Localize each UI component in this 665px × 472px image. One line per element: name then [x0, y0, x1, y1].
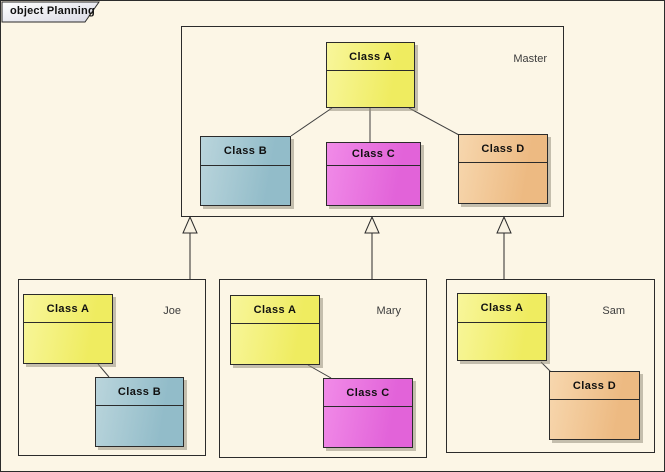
- class-body: [327, 71, 414, 107]
- class-name: Class A: [24, 295, 112, 323]
- class-body: [550, 400, 639, 439]
- hollow-triangle-icon: [182, 215, 198, 234]
- class-box-mary-class-c[interactable]: Class C: [323, 378, 413, 448]
- class-body: [201, 166, 290, 205]
- class-name: Class C: [324, 379, 412, 407]
- connector-classA-classD[interactable]: [408, 107, 460, 136]
- class-body: [327, 166, 420, 205]
- class-name: Class C: [327, 143, 420, 166]
- class-body: [324, 407, 412, 447]
- class-box-mary-class-a[interactable]: Class A: [230, 295, 320, 365]
- class-name: Class A: [231, 296, 319, 324]
- class-box-master-class-c[interactable]: Class C: [326, 142, 421, 206]
- class-name: Class B: [96, 378, 183, 406]
- class-box-master-class-d[interactable]: Class D: [458, 134, 548, 204]
- class-body: [458, 323, 546, 360]
- class-body: [96, 406, 183, 446]
- connector-mary-classA-classC[interactable]: [307, 364, 332, 379]
- class-body: [459, 163, 547, 203]
- generalization-arrow-mary-master[interactable]: [364, 215, 380, 279]
- class-name: Class D: [550, 372, 639, 400]
- frame-joe[interactable]: Joe: [18, 279, 206, 456]
- diagram-title-tab: [1, 1, 100, 23]
- frame-joe-label: Joe: [163, 305, 181, 317]
- connector-joe-classA-classB[interactable]: [97, 363, 110, 378]
- hollow-triangle-icon: [364, 215, 380, 234]
- class-box-sam-class-a[interactable]: Class A: [457, 293, 547, 361]
- class-body: [24, 323, 112, 363]
- class-name: Class B: [201, 137, 290, 166]
- class-body: [231, 324, 319, 364]
- generalization-arrow-joe-master[interactable]: [182, 215, 198, 279]
- class-box-master-class-b[interactable]: Class B: [200, 136, 291, 206]
- hollow-triangle-icon: [496, 215, 512, 234]
- diagram-title: object Planning: [10, 5, 95, 17]
- frame-sam-label: Sam: [602, 305, 625, 317]
- connector-classA-classB[interactable]: [290, 107, 333, 137]
- class-box-sam-class-d[interactable]: Class D: [549, 371, 640, 440]
- generalization-arrow-sam-master[interactable]: [496, 215, 512, 279]
- class-name: Class A: [327, 43, 414, 71]
- class-box-joe-class-a[interactable]: Class A: [23, 294, 113, 364]
- frame-master-label: Master: [513, 53, 547, 65]
- frame-mary[interactable]: Mary: [219, 279, 427, 458]
- class-box-master-class-a[interactable]: Class A: [326, 42, 415, 108]
- frame-sam[interactable]: Sam: [446, 279, 655, 453]
- frame-mary-label: Mary: [376, 305, 401, 317]
- class-name: Class D: [459, 135, 547, 163]
- frame-master[interactable]: Master: [181, 26, 564, 217]
- class-name: Class A: [458, 294, 546, 323]
- class-box-joe-class-b[interactable]: Class B: [95, 377, 184, 447]
